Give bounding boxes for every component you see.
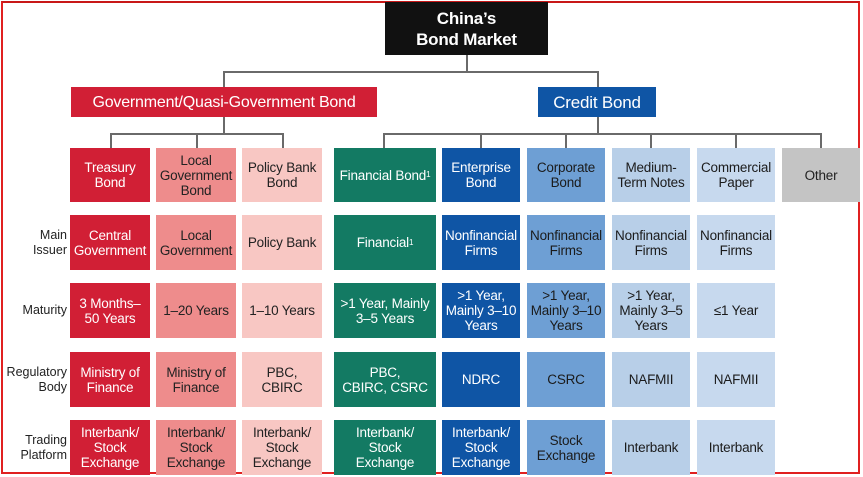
root-stem [466, 54, 468, 72]
policy-bank-bond-regulatory: PBC, CBIRC [242, 352, 322, 407]
treasury-bond-trading: Interbank/ Stock Exchange [70, 420, 150, 475]
local-government-bond-header: Local Government Bond [156, 148, 236, 202]
gov-drop-1 [110, 133, 112, 148]
medium-term-notes-trading: Interbank [612, 420, 690, 475]
root-horizontal [223, 71, 598, 73]
local-government-bond-issuer: Local Government [156, 215, 236, 270]
policy-bank-bond-header: Policy Bank Bond [242, 148, 322, 202]
treasury-bond-maturity: 3 Months– 50 Years [70, 283, 150, 338]
corporate-bond-header: Corporate Bond [527, 148, 605, 202]
financial-bond-header-label: Financial Bond [339, 167, 427, 183]
enterprise-bond-regulatory: NDRC [442, 352, 520, 407]
commercial-paper-trading: Interbank [697, 420, 775, 475]
credit-stem [597, 71, 599, 87]
credit-drop-5 [735, 133, 737, 148]
policy-bank-bond-maturity: 1–10 Years [242, 283, 322, 338]
financial-bond-regulatory: PBC, CBIRC, CSRC [334, 352, 436, 407]
treasury-bond-header: Treasury Bond [70, 148, 150, 202]
enterprise-bond-trading: Interbank/ Stock Exchange [442, 420, 520, 475]
row-label-main-issuer: Main Issuer [32, 227, 67, 257]
local-government-bond-maturity: 1–20 Years [156, 283, 236, 338]
credit-stem-down [597, 116, 599, 134]
credit-drop-4 [650, 133, 652, 148]
group-header-government-bond: Government/Quasi-Government Bond [71, 87, 377, 117]
medium-term-notes-issuer: Nonfinancial Firms [612, 215, 690, 270]
gov-drop-3 [282, 133, 284, 148]
treasury-bond-regulatory: Ministry of Finance [70, 352, 150, 407]
local-government-bond-regulatory: Ministry of Finance [156, 352, 236, 407]
gov-stem-down [223, 116, 225, 134]
credit-drop-3 [565, 133, 567, 148]
medium-term-notes-maturity: >1 Year, Mainly 3–5 Years [612, 283, 690, 338]
credit-drop-2 [480, 133, 482, 148]
row-label-trading-platform: Trading Platform [20, 432, 67, 462]
medium-term-notes-header: Medium- Term Notes [612, 148, 690, 202]
commercial-paper-header: Commercial Paper [697, 148, 775, 202]
row-label-maturity: Maturity [22, 303, 67, 317]
corporate-bond-regulatory: CSRC [527, 352, 605, 407]
policy-bank-bond-trading: Interbank/ Stock Exchange [242, 420, 322, 475]
other-bond-header: Other [782, 148, 860, 202]
policy-bank-bond-issuer: Policy Bank [242, 215, 322, 270]
corporate-bond-maturity: >1 Year, Mainly 3–10 Years [527, 283, 605, 338]
financial-bond-issuer-label: Financial [356, 235, 409, 250]
commercial-paper-issuer: Nonfinancial Firms [697, 215, 775, 270]
root-node-china-bond-market: China’s Bond Market [385, 2, 548, 55]
gov-drop-2 [196, 133, 198, 148]
corporate-bond-trading: Stock Exchange [527, 420, 605, 475]
enterprise-bond-issuer: Nonfinancial Firms [442, 215, 520, 270]
local-government-bond-trading: Interbank/ Stock Exchange [156, 420, 236, 475]
financial-bond-trading: Interbank/ Stock Exchange [334, 420, 436, 475]
medium-term-notes-regulatory: NAFMII [612, 352, 690, 407]
treasury-bond-issuer: Central Government [70, 215, 150, 270]
credit-drop-6 [820, 133, 822, 148]
enterprise-bond-maturity: >1 Year, Mainly 3–10 Years [442, 283, 520, 338]
commercial-paper-regulatory: NAFMII [697, 352, 775, 407]
enterprise-bond-header: Enterprise Bond [442, 148, 520, 202]
credit-horizontal [383, 133, 821, 135]
group-header-credit-bond: Credit Bond [538, 87, 656, 117]
row-label-regulatory-body: Regulatory Body [6, 364, 67, 394]
financial-bond-maturity: >1 Year, Mainly 3–5 Years [334, 283, 436, 338]
gov-stem [223, 71, 225, 87]
credit-drop-1 [383, 133, 385, 148]
commercial-paper-maturity: ≤1 Year [697, 283, 775, 338]
corporate-bond-issuer: Nonfinancial Firms [527, 215, 605, 270]
